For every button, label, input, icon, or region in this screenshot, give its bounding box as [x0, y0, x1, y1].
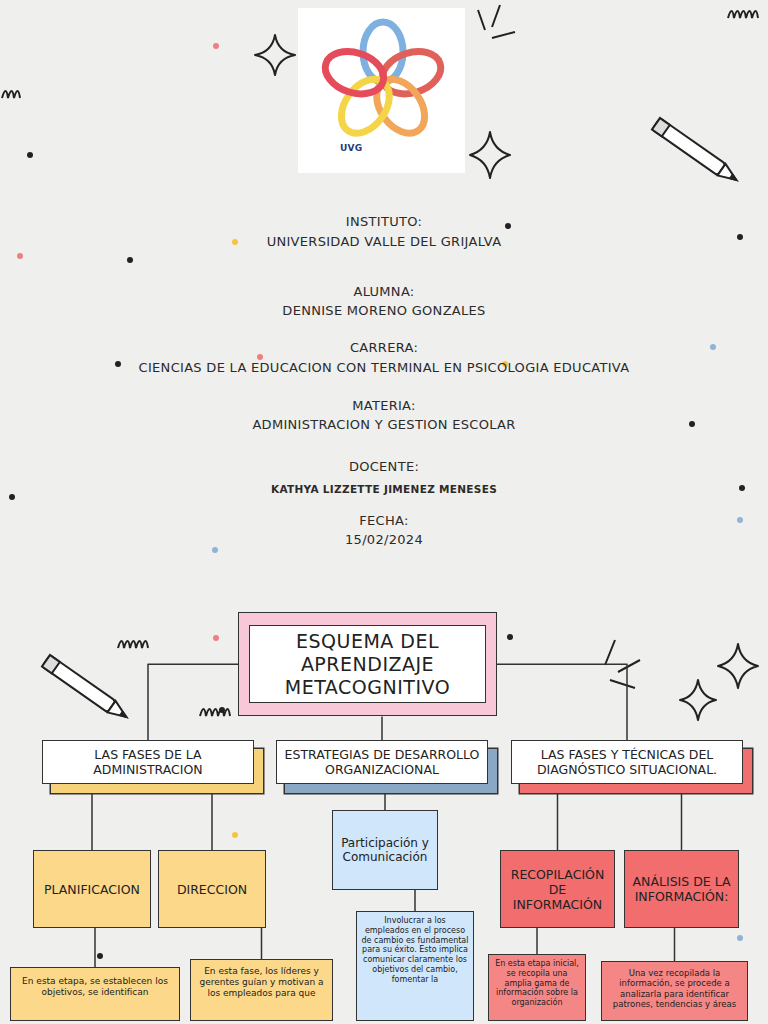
cover-text: ADMINISTRACION Y GESTION ESCOLAR: [0, 417, 768, 432]
node-text: LAS FASES DE LA ADMINISTRACION: [48, 747, 248, 777]
confetti: [213, 43, 219, 49]
sparkle-stars: [478, 5, 515, 38]
node-text: Participación y Comunicación: [337, 836, 433, 865]
connector-line: [497, 664, 627, 740]
connector-line: [674, 928, 676, 961]
pencils: [120, 712, 127, 719]
connector-line: [414, 890, 416, 911]
pencils: [652, 118, 726, 175]
strategy-box: Participación y Comunicación: [332, 810, 438, 890]
phase-box: ANÁLISIS DE LA INFORMACIÓN:: [624, 850, 739, 928]
phase-box: PLANIFICACION: [33, 850, 151, 928]
confetti: [689, 421, 695, 427]
connector-line: [557, 784, 559, 850]
logo: [298, 8, 465, 173]
confetti: [115, 361, 121, 367]
squiggles: [200, 709, 230, 716]
logo: [332, 70, 400, 142]
confetti: [213, 635, 219, 641]
pencils: [42, 655, 116, 712]
confetti: [739, 485, 745, 491]
confetti: [507, 634, 513, 640]
logo: [320, 44, 389, 101]
cover-text: KATHYA LIZZETTE JIMENEZ MENESES: [0, 483, 768, 495]
description-box: En esta etapa inicial, se recopila una a…: [488, 954, 586, 1021]
description-box: Involucrar a los empleados en el proceso…: [356, 911, 474, 1021]
confetti: [710, 344, 716, 350]
logo: [320, 22, 446, 142]
title-text: ESQUEMA DEL APRENDIZAJE METACOGNITIVO: [249, 625, 486, 703]
node-text: Una vez recopilada la información, se pr…: [608, 968, 741, 1009]
cover-text: CARRERA:: [0, 340, 768, 355]
pencils: [42, 655, 60, 673]
sparkle-stars: [470, 132, 510, 178]
title-box: ESQUEMA DEL APRENDIZAJE METACOGNITIVO: [238, 612, 497, 716]
node-text: DIRECCION: [162, 882, 262, 897]
connector-line: [536, 928, 538, 954]
confetti: [27, 152, 33, 158]
cover-text: MATERIA:: [0, 398, 768, 413]
squiggles: [728, 11, 758, 18]
pencils: [730, 175, 737, 182]
cover-text: DENNISE MORENO GONZALES: [0, 303, 768, 318]
node-text: En esta etapa, se establecen los objetiv…: [17, 976, 173, 998]
confetti: [97, 953, 103, 959]
node-text: En esta fase, los líderes y gerentes guí…: [197, 966, 326, 999]
pencils: [652, 118, 670, 136]
confetti: [737, 935, 743, 941]
connector-line: [211, 784, 213, 850]
sparkle-stars: [680, 680, 716, 720]
connector-line: [381, 716, 383, 740]
squiggles: [118, 641, 148, 648]
pencils: [108, 701, 131, 723]
confetti: [127, 257, 133, 263]
pencils: [718, 164, 741, 186]
confetti: [505, 223, 511, 229]
cover-text: ALUMNA:: [0, 284, 768, 299]
confetti: [232, 832, 238, 838]
connector-line: [91, 784, 93, 850]
cover-text: CIENCIAS DE LA EDUCACION CON TERMINAL EN…: [0, 360, 768, 375]
confetti: [737, 517, 743, 523]
cover-text: DOCENTE:: [0, 459, 768, 474]
connector-line: [94, 928, 96, 967]
connector-line: [148, 664, 238, 740]
category-box: ESTRATEGIAS DE DESARROLLO ORGANIZACIONAL: [276, 740, 488, 784]
cover-text: INSTITUTO:: [0, 214, 768, 229]
description-box: Una vez recopilada la información, se pr…: [601, 961, 748, 1021]
node-text: RECOPILACIÓN DE INFORMACIÓN: [504, 867, 611, 912]
category-box: LAS FASES Y TÉCNICAS DEL DIAGNÓSTICO SIT…: [511, 740, 743, 784]
node-text: ESTRATEGIAS DE DESARROLLO ORGANIZACIONAL: [282, 747, 482, 777]
squiggles: [2, 91, 20, 98]
cover-text: FECHA:: [0, 513, 768, 528]
node-text: En esta etapa inicial, se recopila una a…: [492, 959, 582, 1008]
node-text: Involucrar a los empleados en el proceso…: [361, 916, 469, 984]
confetti: [9, 494, 15, 500]
confetti: [212, 547, 218, 553]
logo: [298, 8, 465, 173]
pencils: [652, 118, 740, 186]
confetti: [232, 239, 238, 245]
connector-line: [681, 784, 683, 850]
cover-text: UNIVERSIDAD VALLE DEL GRIJALVA: [0, 234, 768, 249]
sparkle-stars: [255, 35, 295, 75]
sparkle-stars: [718, 644, 758, 688]
confetti: [737, 234, 743, 240]
confetti: [17, 253, 23, 259]
connector-line: [384, 784, 386, 810]
confetti: [257, 354, 263, 360]
category-box: LAS FASES DE LA ADMINISTRACION: [42, 740, 254, 784]
logo-text: UVG: [340, 143, 363, 153]
pencils: [42, 655, 130, 723]
cover-text: 15/02/2024: [0, 532, 768, 547]
phase-box: RECOPILACIÓN DE INFORMACIÓN: [500, 850, 615, 928]
node-text: LAS FASES Y TÉCNICAS DEL DIAGNÓSTICO SIT…: [517, 747, 737, 777]
node-text: PLANIFICACION: [37, 882, 147, 897]
description-box: En esta fase, los líderes y gerentes guí…: [190, 959, 333, 1021]
description-box: En esta etapa, se establecen los objetiv…: [10, 967, 180, 1021]
node-text: ANÁLISIS DE LA INFORMACIÓN:: [628, 874, 735, 904]
phase-box: DIRECCION: [158, 850, 266, 928]
